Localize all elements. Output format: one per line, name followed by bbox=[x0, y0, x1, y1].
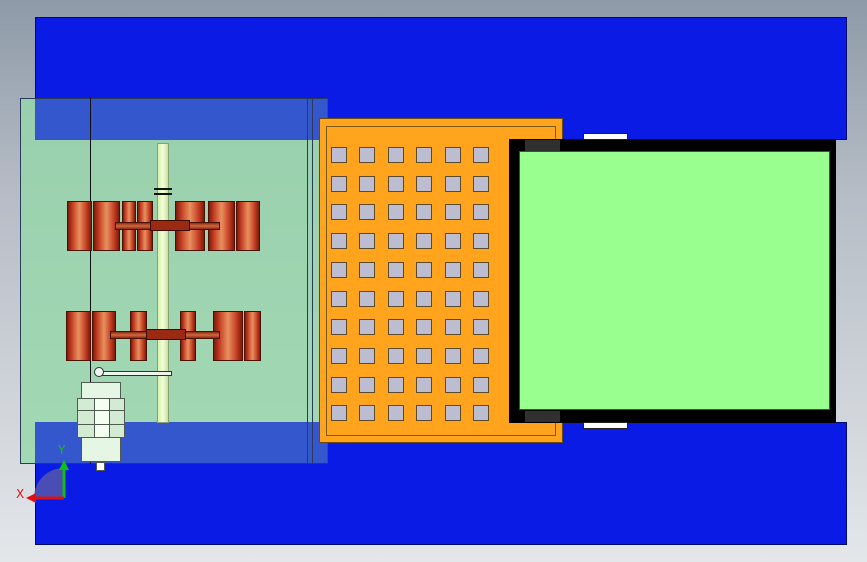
housing-divider-left bbox=[90, 98, 91, 464]
grid-hole bbox=[359, 376, 376, 393]
triad-y-arrow bbox=[59, 460, 69, 470]
grid-hole bbox=[416, 319, 433, 336]
grid-hole bbox=[387, 204, 404, 221]
upper-roller-1[interactable] bbox=[67, 201, 92, 251]
grid-hole bbox=[387, 175, 404, 192]
grid-hole bbox=[387, 261, 404, 278]
grid-hole bbox=[473, 147, 489, 163]
grid-hole bbox=[473, 347, 489, 364]
grid-hole bbox=[359, 261, 376, 278]
grid-hole bbox=[444, 347, 461, 364]
grid-hole bbox=[473, 175, 489, 192]
grid-hole bbox=[473, 290, 489, 307]
actuator-stripe bbox=[77, 410, 125, 411]
grid-hole bbox=[416, 347, 433, 364]
shaft-ring bbox=[154, 188, 172, 190]
grid-hole bbox=[387, 405, 404, 422]
grid-hole bbox=[444, 175, 461, 192]
grid-hole bbox=[387, 376, 404, 393]
grid-hole bbox=[444, 147, 461, 163]
grid-hole bbox=[444, 290, 461, 307]
grid-hole bbox=[444, 233, 461, 250]
transparent-housing[interactable] bbox=[20, 98, 328, 464]
guide-pin-top bbox=[583, 133, 628, 140]
grid-hole bbox=[359, 405, 376, 422]
guide-pin-bottom bbox=[583, 422, 628, 429]
grid-hole bbox=[359, 290, 376, 307]
triad-x-arrow bbox=[26, 493, 36, 503]
upper-roller-7[interactable] bbox=[236, 201, 260, 251]
grid-hole bbox=[444, 204, 461, 221]
grid-hole bbox=[473, 233, 489, 250]
shaft-ring bbox=[154, 193, 172, 195]
vertical-shaft[interactable] bbox=[157, 143, 169, 423]
grid-hole bbox=[444, 376, 461, 393]
grid-hole bbox=[359, 319, 376, 336]
grid-hole bbox=[444, 405, 461, 422]
grid-hole bbox=[416, 376, 433, 393]
housing-top-overlap bbox=[35, 98, 328, 140]
grid-hole bbox=[331, 376, 347, 393]
triad-x-label: X bbox=[16, 487, 25, 501]
grid-hole bbox=[331, 319, 347, 336]
lower-roller-1[interactable] bbox=[66, 311, 91, 361]
grid-hole bbox=[387, 347, 404, 364]
grid-hole bbox=[359, 175, 376, 192]
grid-hole bbox=[416, 204, 433, 221]
grid-hole bbox=[416, 290, 433, 307]
actuator-pin bbox=[96, 462, 105, 471]
grid-hole bbox=[444, 261, 461, 278]
grid-hole bbox=[416, 405, 433, 422]
lever-arm[interactable] bbox=[96, 371, 172, 376]
grid-hole bbox=[473, 261, 489, 278]
grid-hole bbox=[331, 175, 347, 192]
lower-coupling bbox=[146, 329, 186, 340]
grid-hole bbox=[416, 233, 433, 250]
housing-divider-right bbox=[307, 98, 308, 464]
upper-coupling bbox=[150, 220, 190, 231]
grid-hole bbox=[359, 147, 376, 163]
grid-hole bbox=[331, 405, 347, 422]
grid-hole bbox=[387, 147, 404, 163]
grid-hole bbox=[473, 319, 489, 336]
grid-hole bbox=[416, 175, 433, 192]
axis-triad bbox=[26, 460, 69, 503]
lever-pivot bbox=[94, 367, 104, 377]
cavity-frame-tab-top bbox=[525, 140, 560, 151]
grid-hole bbox=[473, 204, 489, 221]
housing-divider-right-2 bbox=[312, 98, 313, 464]
grid-hole bbox=[473, 405, 489, 422]
grid-hole bbox=[387, 319, 404, 336]
grid-hole bbox=[359, 233, 376, 250]
grid-hole bbox=[331, 233, 347, 250]
grid-hole bbox=[387, 290, 404, 307]
grid-hole bbox=[416, 147, 433, 163]
triad-quadrant bbox=[34, 468, 64, 498]
grid-hole bbox=[359, 347, 376, 364]
grid-hole bbox=[331, 204, 347, 221]
actuator-stripe bbox=[77, 424, 125, 425]
actuator-core bbox=[94, 398, 110, 438]
grid-hole bbox=[473, 376, 489, 393]
lower-roller-6[interactable] bbox=[244, 311, 261, 361]
grid-hole bbox=[444, 319, 461, 336]
grid-hole bbox=[331, 290, 347, 307]
grid-hole bbox=[331, 147, 347, 163]
grid-hole bbox=[416, 261, 433, 278]
grid-hole bbox=[331, 347, 347, 364]
green-cavity[interactable] bbox=[519, 151, 830, 410]
grid-hole bbox=[359, 204, 376, 221]
grid-hole bbox=[387, 233, 404, 250]
cavity-frame-tab-bottom bbox=[525, 411, 560, 422]
triad-y-label: Y bbox=[58, 443, 66, 457]
grid-hole bbox=[331, 261, 347, 278]
